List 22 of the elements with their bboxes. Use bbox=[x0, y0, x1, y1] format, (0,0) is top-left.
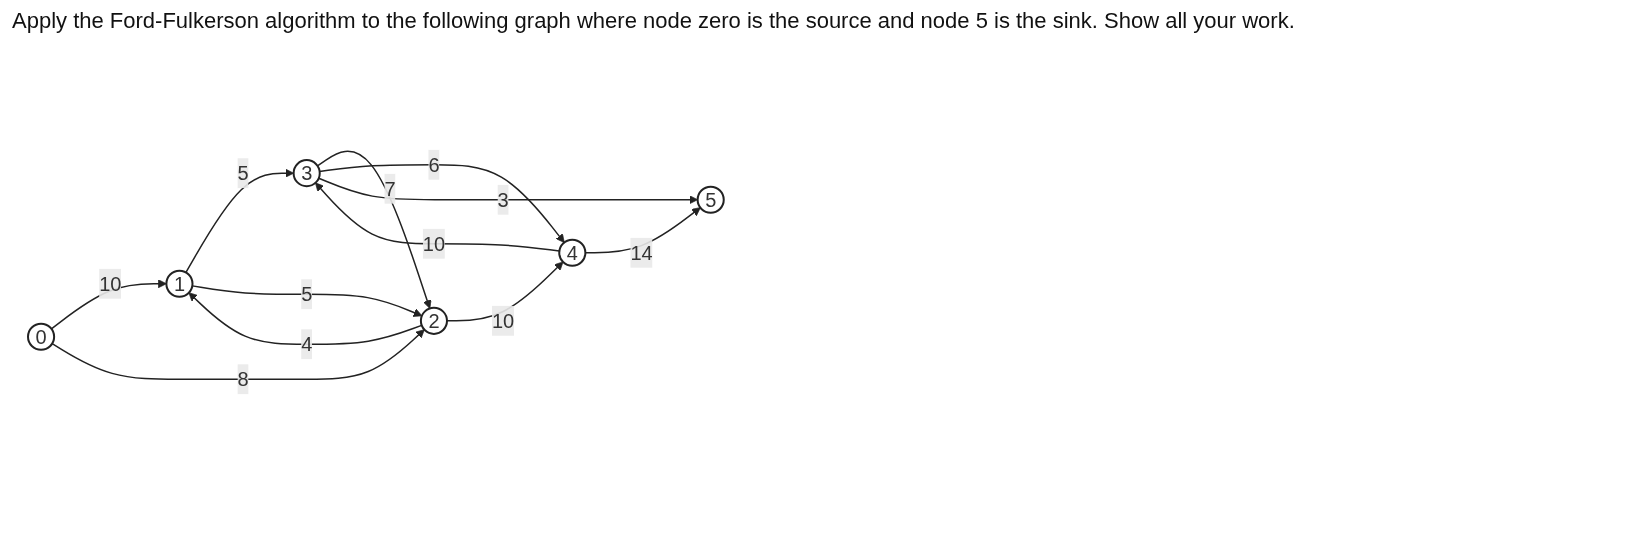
edge-label: 5 bbox=[237, 162, 249, 185]
arrow bbox=[188, 292, 423, 346]
edge-label: 7 bbox=[384, 177, 396, 200]
edge-label: 10 bbox=[492, 309, 515, 332]
arrow bbox=[51, 329, 425, 381]
edge-label: 14 bbox=[630, 241, 653, 264]
edge-label: 4 bbox=[301, 333, 313, 356]
edge-label: 8 bbox=[237, 368, 249, 391]
edge-label: 6 bbox=[428, 153, 440, 176]
node-circle: 2 bbox=[419, 306, 448, 335]
question-text: Apply the Ford-Fulkerson algorithm to the following graph where node zero is the source and node 5 is the sink. Show all your work. bbox=[11, 7, 1296, 35]
edge-label: 5 bbox=[301, 283, 313, 306]
edge-label: 3 bbox=[497, 188, 509, 211]
node-circle: 3 bbox=[292, 159, 321, 188]
edge-label: 10 bbox=[422, 232, 446, 255]
arrow bbox=[185, 168, 294, 274]
node-circle: 1 bbox=[165, 269, 194, 298]
edge-label: 10 bbox=[99, 272, 122, 295]
node-circle: 0 bbox=[27, 322, 56, 351]
node-circle: 4 bbox=[558, 238, 587, 267]
node-circle: 5 bbox=[696, 185, 725, 214]
arrow bbox=[316, 150, 432, 309]
